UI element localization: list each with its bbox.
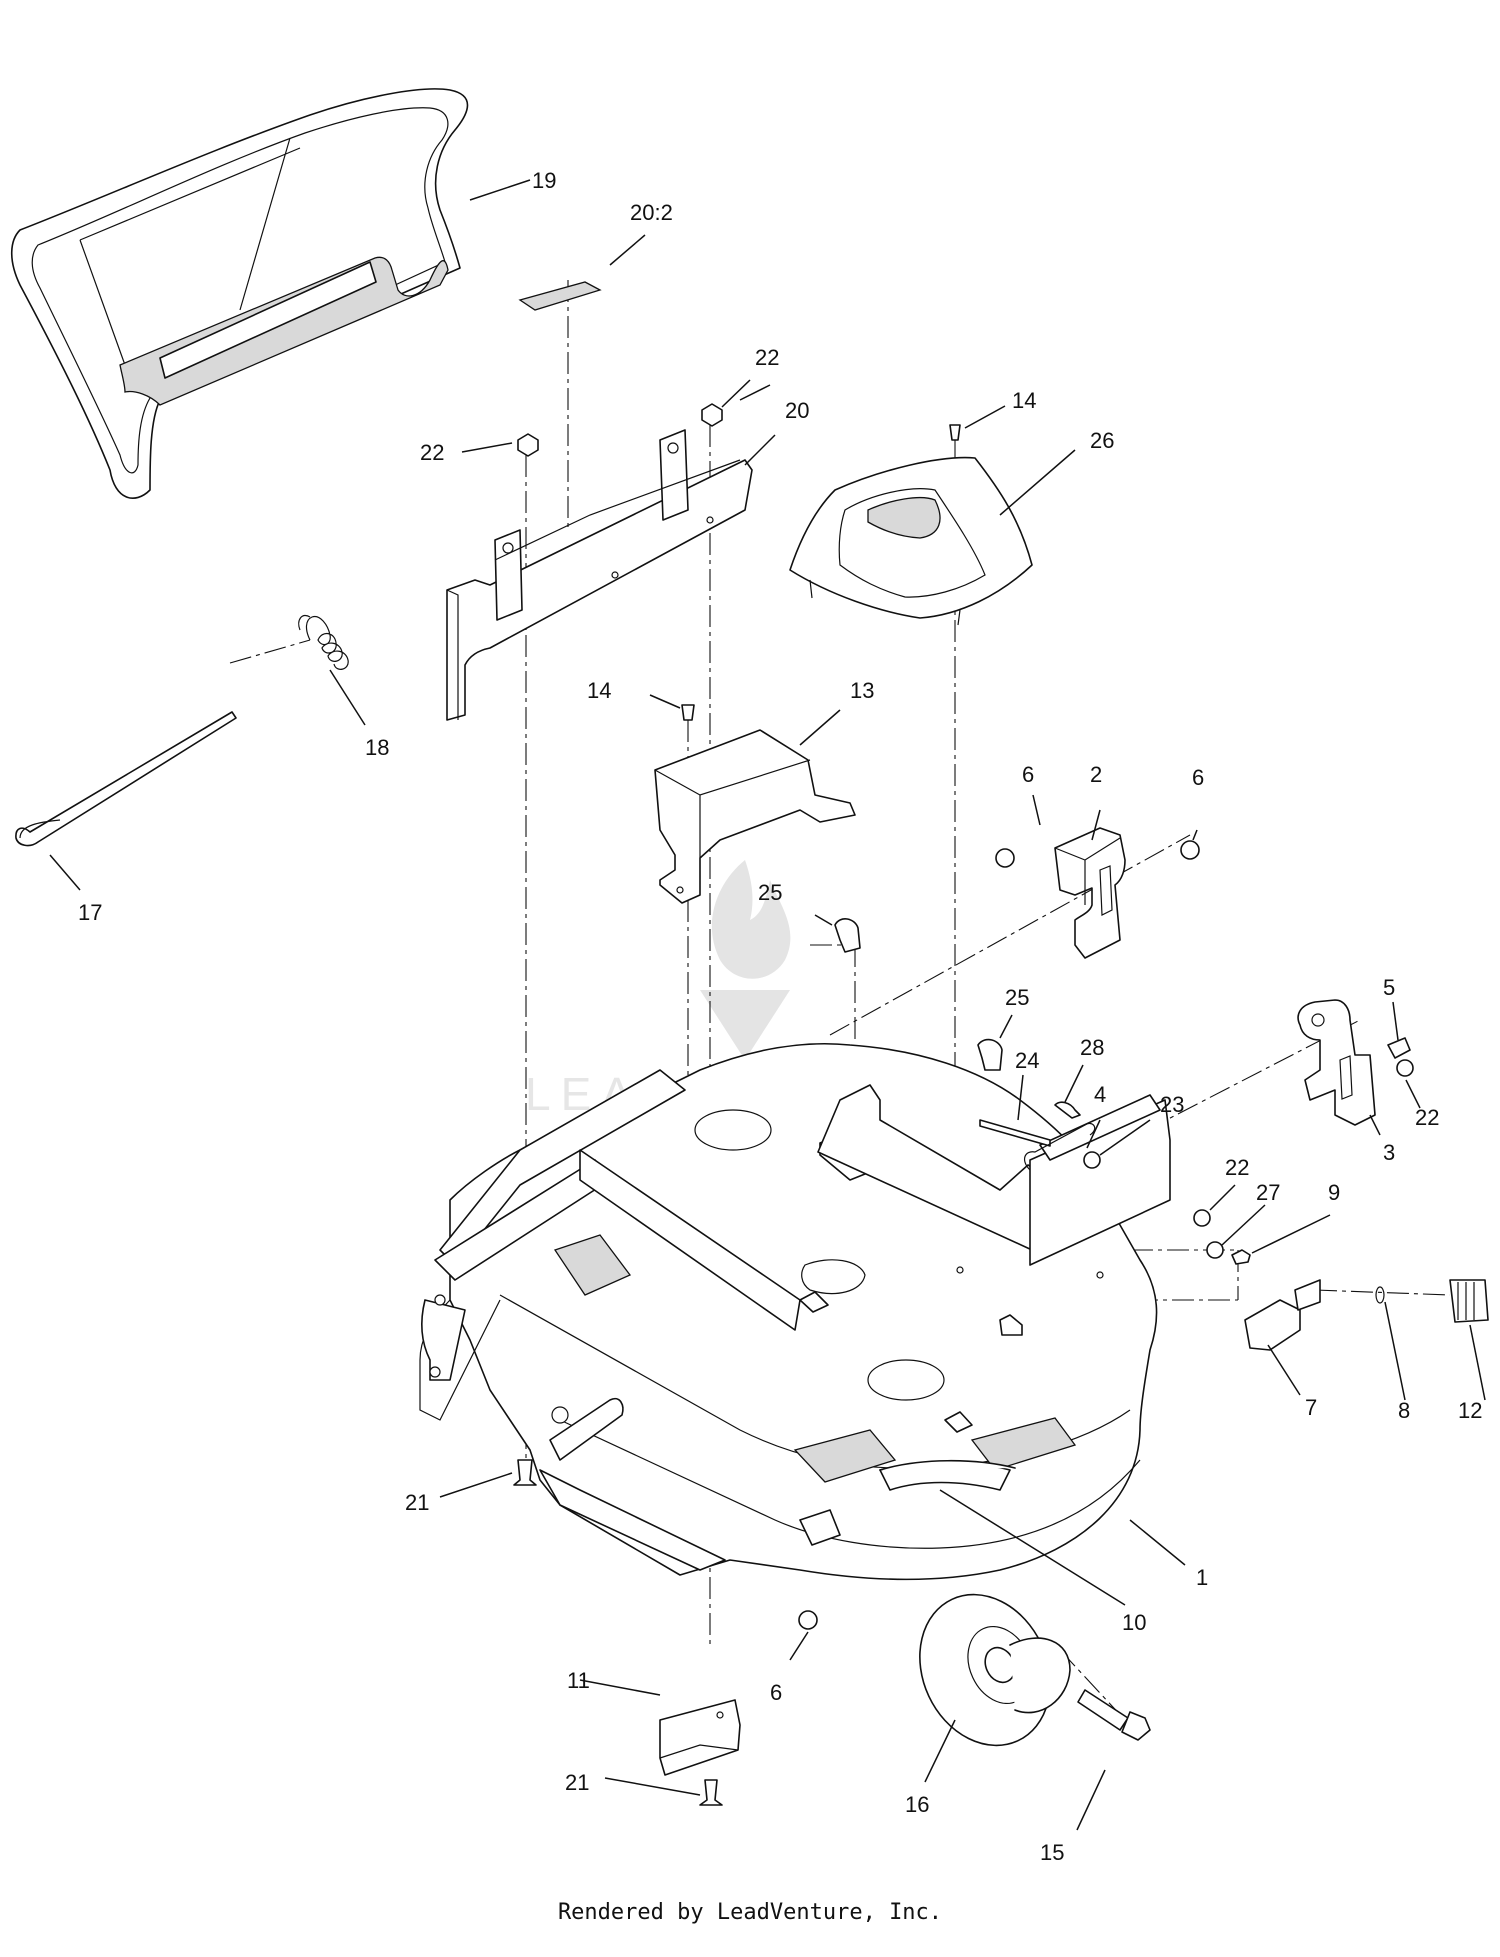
watermark-v-icon (700, 990, 790, 1060)
callout-14-top: 14 (1012, 388, 1036, 413)
callout-13: 13 (850, 678, 874, 703)
callout-20: 20 (785, 398, 809, 423)
part-4-pin (1023, 1122, 1096, 1171)
leader-lines (49, 179, 1486, 1831)
callout-16: 16 (905, 1792, 929, 1817)
part-6-washer-a (995, 848, 1015, 868)
callout-2: 2 (1090, 762, 1102, 787)
callout-22-top-left: 22 (420, 440, 444, 465)
watermark-flame-icon (711, 860, 791, 979)
part-6-washer-c (798, 1610, 818, 1630)
part-17-rod (15, 711, 237, 847)
part-22-nut-c (1396, 1059, 1414, 1077)
part-12-cap (1449, 1279, 1489, 1323)
callout-23: 23 (1160, 1092, 1184, 1117)
part-24-pin (979, 1119, 1051, 1147)
part-14-screw-a (949, 424, 961, 441)
part-22-nut-d (1193, 1209, 1211, 1227)
part-20-bracket (446, 429, 753, 721)
part-21-bolt-a (513, 1459, 537, 1486)
part-5-bolt (1387, 1037, 1411, 1059)
callout-12: 12 (1458, 1398, 1482, 1423)
callout-26: 26 (1090, 428, 1114, 453)
part-15-bolt (1077, 1689, 1151, 1741)
callout-20-2: 20:2 (630, 200, 673, 225)
callout-22-top-right: 22 (755, 345, 779, 370)
callout-22-right: 22 (1415, 1105, 1439, 1130)
callout-6-right: 6 (1192, 765, 1204, 790)
callout-11: 11 (567, 1668, 590, 1693)
callout-21-lower: 21 (565, 1770, 589, 1795)
part-18-spring (298, 614, 349, 670)
callout-1: 1 (1196, 1565, 1208, 1590)
callout-19: 19 (532, 168, 556, 193)
part-14-screw-b (681, 704, 695, 721)
part-6-washer-b (1180, 840, 1200, 860)
callout-17: 17 (78, 900, 102, 925)
callout-6-bottom: 6 (770, 1680, 782, 1705)
part-9-screw (1231, 1249, 1251, 1265)
part-13-shield (654, 729, 856, 904)
callouts: 19 20:2 22 22 20 14 26 13 14 18 17 6 2 6… (78, 168, 1482, 1865)
part-19-deflector (10, 88, 469, 499)
callout-3: 3 (1383, 1140, 1395, 1165)
callout-22-lower: 22 (1225, 1155, 1249, 1180)
part-16-wheel (919, 1593, 1071, 1747)
part-21-bolt-b (699, 1779, 723, 1806)
callout-6-left: 6 (1022, 762, 1034, 787)
callout-9: 9 (1328, 1180, 1340, 1205)
part-25-pin-b (977, 1038, 1003, 1071)
part-25-pin-a (834, 918, 861, 953)
part-23-bushing (1083, 1151, 1101, 1169)
part-11-bracket (659, 1699, 741, 1776)
callout-10: 10 (1122, 1610, 1146, 1635)
part-26-cover (789, 456, 1033, 626)
hardware (513, 403, 1414, 1806)
callout-4: 4 (1094, 1082, 1106, 1107)
callout-28: 28 (1080, 1035, 1104, 1060)
part-1-deck (419, 1042, 1171, 1581)
callout-7: 7 (1305, 1395, 1317, 1420)
part-10-strip (879, 1459, 1016, 1471)
callout-8: 8 (1398, 1398, 1410, 1423)
part-28-cotter (1054, 1101, 1081, 1119)
callout-5: 5 (1383, 975, 1395, 1000)
callout-27: 27 (1256, 1180, 1280, 1205)
part-3-bracket (1297, 999, 1376, 1126)
part-20-2-label (518, 281, 602, 311)
callout-21-upper: 21 (405, 1490, 429, 1515)
render-credit: Rendered by LeadVenture, Inc. (557, 1900, 943, 1925)
part-8-oring (1375, 1286, 1385, 1304)
part-22-nut-a (517, 433, 539, 457)
callout-24: 24 (1015, 1048, 1039, 1073)
part-22-nut-b (701, 403, 723, 427)
part-7-fitting (1244, 1279, 1321, 1351)
callout-14-mid: 14 (587, 678, 611, 703)
callout-25-lower: 25 (1005, 985, 1029, 1010)
part-27-washer (1206, 1241, 1224, 1259)
callout-18: 18 (365, 735, 389, 760)
part-2-bracket (1054, 827, 1126, 959)
callout-15: 15 (1040, 1840, 1064, 1865)
callout-25-upper: 25 (758, 880, 782, 905)
